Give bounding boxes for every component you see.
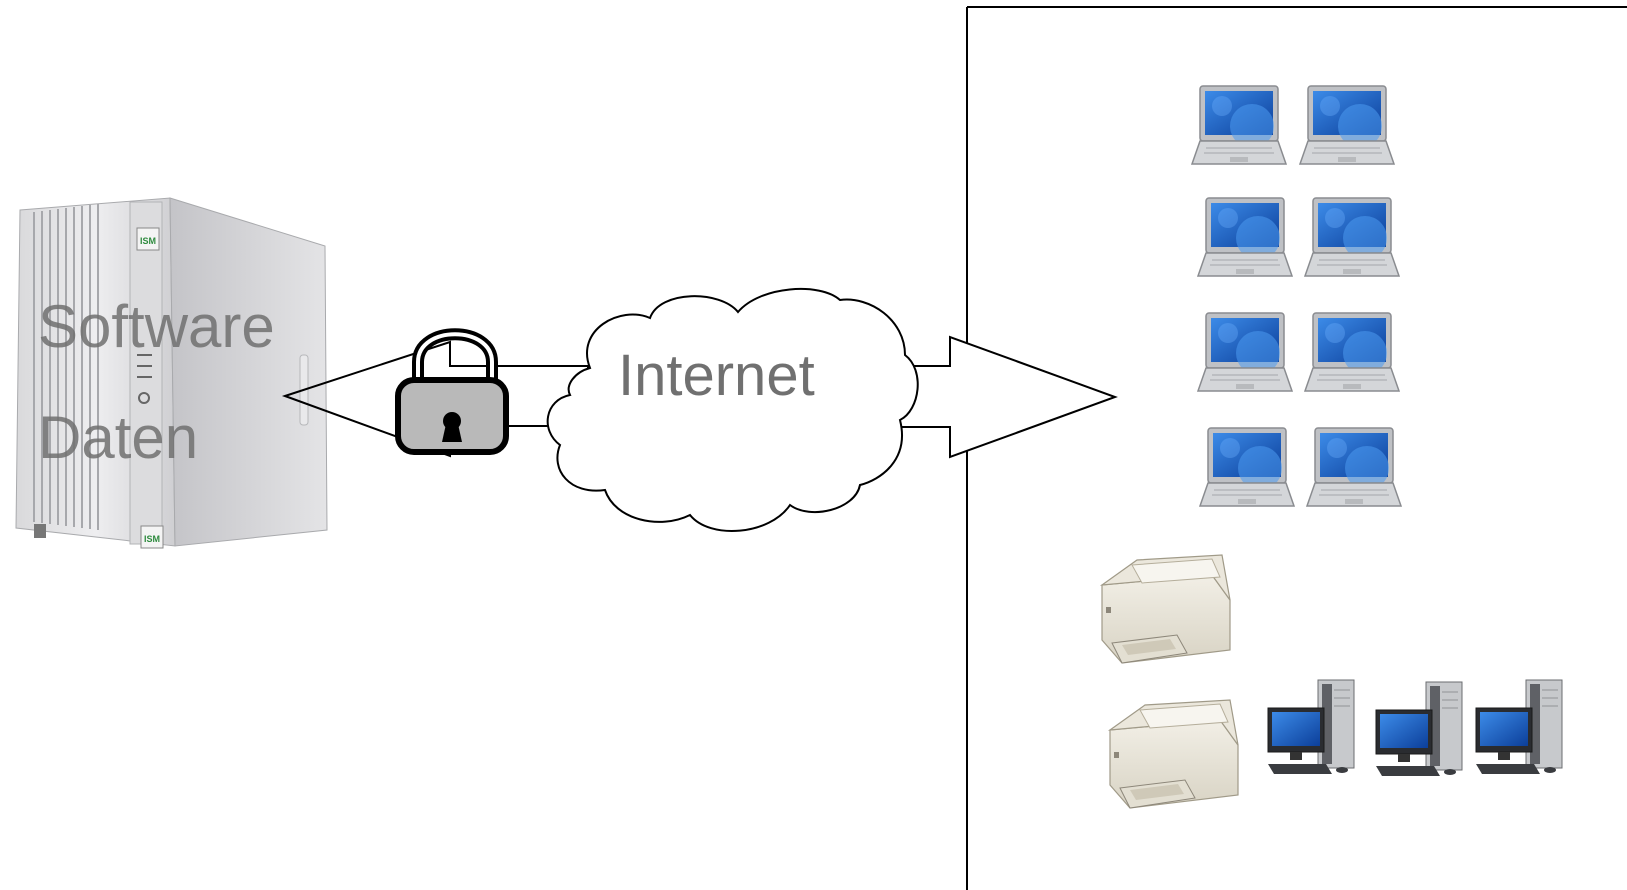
desktop-group [1267, 679, 1563, 777]
server-label-daten: Daten [38, 404, 198, 471]
padlock-icon [395, 328, 509, 455]
laptop-icon [1304, 312, 1400, 392]
desktop-computer-icon [1267, 679, 1355, 775]
laptop-grid [1191, 85, 1402, 507]
laptop-icon [1304, 197, 1400, 277]
desktop-computer-icon [1475, 679, 1563, 775]
arrow-right-icon [899, 335, 1118, 459]
cloud-icon [546, 287, 919, 532]
server-badge-bottom: ISM [144, 534, 160, 544]
printer-group [1101, 554, 1239, 809]
server-label-software: Software [38, 293, 275, 360]
printer-icon [1101, 554, 1231, 664]
laptop-icon [1306, 427, 1402, 507]
laptop-icon [1299, 85, 1395, 165]
printer-icon [1109, 699, 1239, 809]
laptop-icon [1199, 427, 1295, 507]
desktop-computer-icon [1375, 681, 1463, 777]
server-badge-top: ISM [140, 236, 156, 246]
laptop-icon [1197, 312, 1293, 392]
cloud-label: Internet [618, 343, 815, 408]
server-tower-icon [15, 197, 328, 549]
laptop-icon [1191, 85, 1287, 165]
laptop-icon [1197, 197, 1293, 277]
